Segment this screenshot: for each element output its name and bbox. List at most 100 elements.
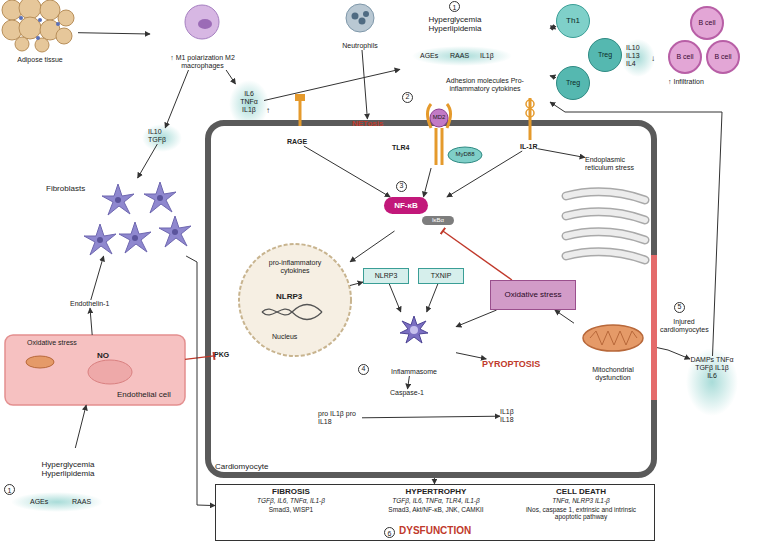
b-cell: B cell bbox=[706, 40, 740, 74]
enzyme-label: Caspase-1 bbox=[390, 389, 424, 397]
adipose-figure bbox=[19, 0, 41, 19]
adipose-figure bbox=[56, 22, 60, 26]
receptor: RAGE bbox=[287, 138, 307, 146]
callout-number: 4 bbox=[358, 364, 369, 375]
label-text: Adipose tissue bbox=[17, 56, 63, 64]
arrow-connector bbox=[138, 144, 158, 178]
arrow-connector bbox=[350, 282, 363, 285]
arrow-connector bbox=[657, 348, 690, 359]
arrow-connector bbox=[550, 102, 722, 356]
label-text: ↑ M1 polarization M2 macrophages bbox=[150, 54, 255, 70]
arrow-connector bbox=[550, 26, 556, 28]
er-figure bbox=[566, 212, 645, 220]
receptor-figure bbox=[435, 128, 438, 165]
label-text: pro-inflammatory cytokines bbox=[260, 259, 330, 275]
label-text: B cell bbox=[714, 53, 731, 61]
fibroblast-figure bbox=[144, 182, 176, 213]
label-text: Nucleus bbox=[272, 333, 297, 341]
fibroblast-figure bbox=[102, 184, 134, 215]
fibroblast-figure bbox=[84, 182, 191, 255]
label-text: Smad3, WISP1 bbox=[226, 506, 356, 513]
stimulus-cluster: 1Hyperglycemia HyperlipidemiaAGEsRAAS bbox=[2, 448, 132, 514]
label-text: Oxidative stress bbox=[505, 290, 562, 299]
edge-label: Injured cardiomyocytes bbox=[660, 318, 708, 334]
tissue-figure: Adipose tissue bbox=[2, 0, 78, 64]
inflammasome: Inflammasome bbox=[372, 312, 456, 376]
receptor-figure bbox=[299, 100, 302, 126]
receptor-figure bbox=[526, 100, 534, 108]
macrophage-figure bbox=[198, 19, 212, 29]
cytokine-cluster: IL10 TGFβ bbox=[148, 128, 176, 144]
neutrophil-cell: Neutrophils bbox=[330, 0, 390, 50]
label-text: TGFβ, IL6, TNFα, IL1-β bbox=[226, 497, 356, 504]
cardiomyocyte-cell: CardiomyocyteRAGEMD2TLR4MyD88IL-1RNF-κBI… bbox=[205, 120, 657, 478]
cytokine-glow bbox=[11, 39, 738, 512]
cytokine-glow bbox=[11, 492, 103, 512]
endothelial-cell: Oxidative stressNOEndothelial cell bbox=[5, 335, 185, 405]
er-figure bbox=[566, 232, 645, 240]
arrow-connector bbox=[75, 405, 86, 448]
nucleus: pro-inflammatory cytokinesNLRP3Nucleus bbox=[240, 245, 350, 355]
label-text: DAMPs TNFα TGFβ IL1β IL6 bbox=[690, 356, 734, 380]
label-text: Oxidative stress bbox=[27, 339, 77, 347]
label-text: TXNIP bbox=[431, 272, 452, 280]
label-text: Th1 bbox=[566, 16, 580, 25]
callout-number: 5 bbox=[674, 302, 685, 313]
annotation: ↑ bbox=[266, 106, 270, 115]
nucleus-figure bbox=[239, 244, 351, 356]
er-figure bbox=[566, 192, 645, 200]
organelle-label: Endoplasmic reticulum stress bbox=[585, 156, 655, 172]
neutrophil-figure bbox=[346, 4, 374, 32]
arrow-connector bbox=[456, 353, 486, 359]
label-text: Hyperglycemia Hyperlipidemia bbox=[38, 460, 98, 478]
er-figure bbox=[566, 252, 645, 260]
adipose-figure bbox=[19, 16, 23, 20]
label-text: RAAS bbox=[72, 498, 91, 506]
adipose-figure bbox=[40, 0, 60, 20]
label-text: PKG bbox=[214, 351, 229, 359]
label-text: RAAS bbox=[450, 52, 469, 60]
label-text: CELL DEATH bbox=[516, 487, 646, 496]
receptor-figure bbox=[529, 98, 532, 140]
adipose-figure bbox=[36, 36, 40, 40]
label-text: NLRP3 bbox=[276, 292, 302, 301]
nucleus-figure bbox=[262, 305, 322, 315]
endothelial-figure bbox=[88, 360, 132, 384]
label-text: Smad3, Akt/NF-κB, JNK, CAMKII bbox=[371, 506, 501, 513]
label-text: Adhesion molecules Pro-inflammatory cyto… bbox=[430, 77, 540, 93]
outcome-box: FIBROSISTGFβ, IL6, TNFα, IL1-βSmad3, WIS… bbox=[215, 484, 655, 541]
arrow-connector bbox=[427, 284, 438, 312]
er-figure bbox=[566, 212, 645, 220]
receptor-figure bbox=[526, 109, 534, 117]
transcription-factor: NF-κBIκBα bbox=[384, 197, 454, 231]
nucleus-figure bbox=[262, 309, 322, 319]
label-text: PYROPTOSIS bbox=[482, 359, 540, 369]
label-text: Endothelial cell bbox=[117, 390, 171, 399]
protein-box: NLRP3 bbox=[363, 268, 409, 284]
cytokine-glow bbox=[142, 124, 182, 152]
label-text: FIBROSIS bbox=[226, 487, 356, 496]
label-text: 1 bbox=[449, 1, 460, 12]
label-text: HYPERTROPHY bbox=[371, 487, 501, 496]
label-text: Treg bbox=[566, 79, 580, 87]
label-text: MD2 bbox=[429, 114, 449, 121]
callout-number: 3 bbox=[396, 181, 407, 192]
macrophage-figure bbox=[185, 5, 219, 39]
kinase-label: PKG bbox=[214, 351, 229, 359]
fibroblast-figure bbox=[84, 224, 116, 255]
cytokine-cluster: pro IL1β pro IL18 bbox=[318, 410, 362, 426]
outcome-text: NETosis bbox=[352, 119, 383, 128]
label-text: AGEs bbox=[30, 498, 48, 506]
label-text: IL10 IL13 IL4 bbox=[626, 44, 650, 68]
arrow-connector bbox=[304, 146, 390, 197]
b-cell: B cell bbox=[668, 40, 702, 74]
macrophage-figure bbox=[185, 5, 219, 39]
adipose-figure bbox=[58, 10, 74, 26]
label-text: TNFα, NLRP3 IL1-β bbox=[516, 497, 646, 504]
arrow-connector bbox=[447, 151, 522, 197]
label-text: AGEs bbox=[420, 52, 438, 60]
neutrophil-figure bbox=[359, 18, 366, 25]
arrow-connector bbox=[362, 416, 500, 418]
